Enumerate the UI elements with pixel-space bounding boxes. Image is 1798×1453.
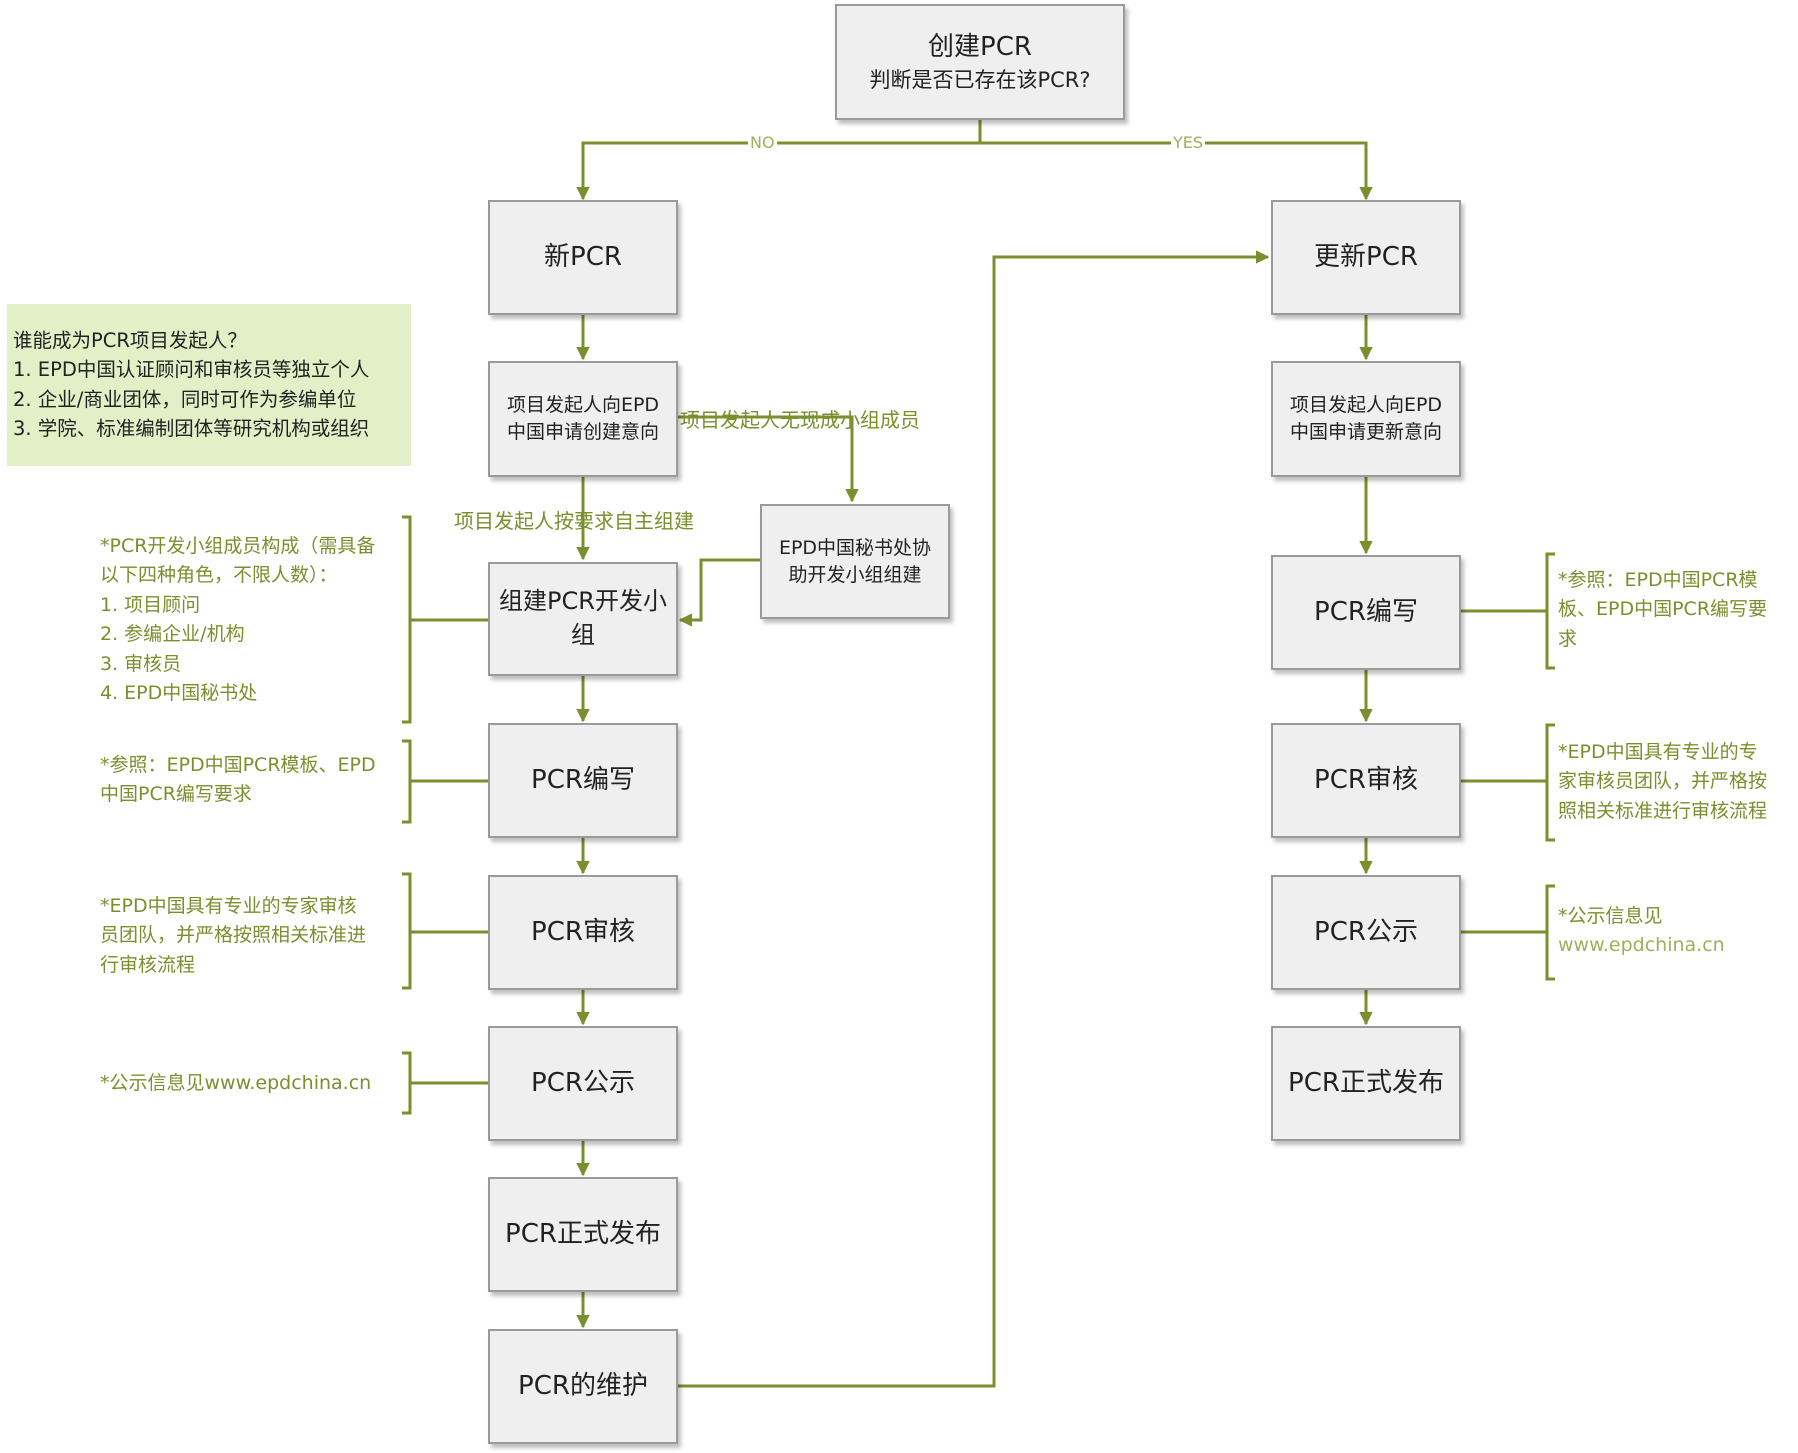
- note-line: *EPD中国具有专业的专家审核: [100, 895, 357, 917]
- info-box-item: 1. EPD中国认证顾问和审核员等独立个人: [13, 358, 370, 382]
- bracket-r-publicity: [1460, 884, 1555, 981]
- note-line: 员团队，并严格按照相关标准进: [100, 924, 367, 947]
- edge-label-no: NO: [748, 133, 777, 152]
- note-item: 2. 参编企业/机构: [100, 623, 245, 646]
- node-new-pcr: 新PCR: [488, 200, 678, 315]
- note-right-publicity-info: *公示信息见 www.epdchina.cn: [1558, 902, 1796, 961]
- initiator-info-box: 谁能成为PCR项目发起人？ 1. EPD中国认证顾问和审核员等独立个人 2. 企…: [7, 304, 411, 466]
- bracket-l-review: [402, 872, 488, 990]
- note-line: 求: [1558, 627, 1578, 650]
- note-right-review-team: *EPD中国具有专业的专 家审核员团队，并严格按 照相关标准进行审核流程: [1558, 738, 1796, 826]
- node-update-intent: 项目发起人向EPD 中国申请更新意向: [1271, 361, 1461, 477]
- note-item: 1. 项目顾问: [100, 593, 201, 616]
- node-update-pcr: 更新PCR: [1271, 200, 1461, 315]
- note-right-write-ref: *参照：EPD中国PCR模 板、EPD中国PCR编写要 求: [1558, 566, 1796, 654]
- bracket-l-write: [402, 739, 488, 824]
- node-left-maintain: PCR的维护: [488, 1329, 678, 1444]
- info-box-title: 谁能成为PCR项目发起人？: [13, 329, 247, 352]
- node-right-publicity: PCR公示: [1271, 875, 1461, 990]
- node-right-release: PCR正式发布: [1271, 1026, 1461, 1141]
- note-item: 4. EPD中国秘书处: [100, 682, 258, 705]
- note-left-review-team: *EPD中国具有专业的专家审核 员团队，并严格按照相关标准进 行审核流程: [100, 892, 410, 980]
- edge-label-self-build: 项目发起人按要求自主组建: [454, 509, 694, 533]
- note-left-publicity-info: *公示信息见www.epdchina.cn: [100, 1072, 372, 1094]
- bracket-r-review: [1460, 723, 1555, 842]
- note-item: 3. 审核员: [100, 652, 182, 675]
- edge-secretariat-to-team: [678, 558, 760, 627]
- info-box-item: 3. 学院、标准编制团体等研究机构或组织: [13, 416, 370, 440]
- note-line: 照相关标准进行审核流程: [1558, 799, 1768, 822]
- note-line: 中国PCR编写要求: [100, 783, 252, 806]
- note-line: *参照：EPD中国PCR模: [1558, 569, 1758, 591]
- node-update-intent-line2: 中国申请更新意向: [1289, 421, 1442, 443]
- edge-no: [576, 120, 982, 201]
- node-right-review: PCR审核: [1271, 723, 1461, 838]
- node-create-pcr: 创建PCR 判断是否已存在该PCR?: [835, 4, 1125, 120]
- node-build-team-line1: 组建PCR开发小: [499, 587, 667, 616]
- node-right-write: PCR编写: [1271, 555, 1461, 670]
- edge-yes: [980, 141, 1373, 201]
- edge-maintain-to-update: [678, 250, 1270, 1388]
- node-build-team: 组建PCR开发小 组: [488, 562, 678, 676]
- node-new-intent: 项目发起人向EPD 中国申请创建意向: [488, 361, 678, 477]
- node-left-publicity: PCR公示: [488, 1026, 678, 1141]
- node-new-intent-line2: 中国申请创建意向: [506, 421, 659, 443]
- note-line: 家审核员团队，并严格按: [1558, 770, 1768, 793]
- note-line: *公示信息见: [1558, 905, 1663, 927]
- node-create-question: 判断是否已存在该PCR?: [869, 67, 1091, 92]
- node-create-title: 创建PCR: [928, 32, 1032, 63]
- edge-label-yes: YES: [1171, 133, 1206, 152]
- node-left-review: PCR审核: [488, 875, 678, 990]
- node-secretariat-line1: EPD中国秘书处协: [778, 536, 932, 559]
- note-team-members: *PCR开发小组成员构成（需具备 以下四种角色，不限人数）： 1. 项目顾问 2…: [100, 532, 410, 709]
- note-line: *参照：EPD中国PCR模板、EPD: [100, 754, 376, 776]
- note-line: *EPD中国具有专业的专: [1558, 741, 1758, 763]
- node-secretariat-line2: 助开发小组组建: [788, 563, 922, 586]
- note-line: 以下四种角色，不限人数）：: [100, 564, 338, 587]
- note-left-write-ref: *参照：EPD中国PCR模板、EPD 中国PCR编写要求: [100, 751, 410, 810]
- bracket-l-publicity: [402, 1051, 488, 1115]
- node-secretariat-help: EPD中国秘书处协 助开发小组组建: [760, 504, 950, 619]
- info-box-item: 2. 企业/商业团体，同时可作为参编单位: [13, 387, 357, 411]
- node-update-intent-line1: 项目发起人向EPD: [1289, 394, 1443, 417]
- bracket-team-members: [402, 515, 488, 724]
- edge-label-no-members: 项目发起人无现成小组成员: [680, 408, 920, 432]
- node-new-intent-line1: 项目发起人向EPD: [506, 394, 660, 417]
- note-line: 行审核流程: [100, 953, 196, 976]
- bracket-r-write: [1460, 552, 1555, 670]
- node-left-release: PCR正式发布: [488, 1177, 678, 1292]
- note-line: www.epdchina.cn: [1558, 934, 1725, 957]
- node-left-write: PCR编写: [488, 723, 678, 838]
- edge-intent-to-secretariat: [678, 415, 859, 503]
- note-line: *PCR开发小组成员构成（需具备: [100, 535, 376, 557]
- node-build-team-line2: 组: [571, 621, 595, 649]
- note-line: 板、EPD中国PCR编写要: [1558, 598, 1768, 621]
